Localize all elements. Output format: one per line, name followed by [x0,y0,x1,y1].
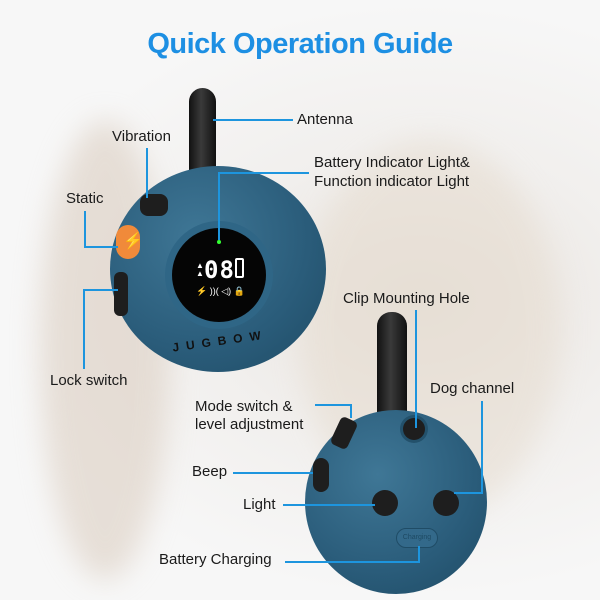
label-static: Static [66,190,104,207]
static-button[interactable]: ⚡ [116,225,143,259]
label-battery-charging: Battery Charging [159,551,272,568]
leader-line [283,504,375,506]
label-beep: Beep [192,463,228,480]
label-mode-switch-1: Mode switch & [195,398,293,415]
leader-line [481,401,483,494]
label-battery-indicator-1: Battery Indicator Light& [314,154,470,171]
leader-line [285,561,420,563]
label-light: Light [243,496,276,513]
page-title: Quick Operation Guide [147,28,453,60]
label-lock-switch: Lock switch [50,372,128,389]
leader-line [454,492,483,494]
leader-line [84,246,118,248]
leader-line [83,289,85,369]
leader-line [218,172,309,174]
leader-line [83,289,118,291]
leader-line [218,172,220,240]
charging-port-cover[interactable]: Charging [396,528,438,548]
leader-line [233,472,313,474]
dog-channel-button[interactable] [433,490,459,516]
label-clip-mounting-hole: Clip Mounting Hole [343,290,470,307]
leader-line [84,211,86,248]
lightning-icon: ⚡ [123,233,143,250]
clip-mounting-hole [403,418,425,440]
leader-line [418,546,420,563]
label-mode-switch-2: level adjustment [195,416,304,433]
beep-button[interactable] [313,458,329,492]
leader-line [146,148,148,198]
label-antenna: Antenna [297,111,353,128]
indicator-light [217,240,221,244]
display-digits: 08 [204,256,235,284]
label-battery-indicator-2: Function indicator Light [314,173,470,190]
vibration-button[interactable] [140,194,168,216]
signal-icon: ▲▲ [196,261,204,278]
back-antenna [377,312,407,424]
label-vibration: Vibration [112,128,171,145]
leader-line [213,119,293,121]
battery-icon [235,258,244,278]
leader-line [315,404,352,406]
light-button[interactable] [372,490,398,516]
label-dog-channel: Dog channel [430,380,515,397]
leader-line [415,310,417,428]
lock-switch[interactable] [114,272,128,316]
leader-line [350,404,352,418]
mode-icons: ⚡ ))( ◁) 🔒 [196,286,245,296]
